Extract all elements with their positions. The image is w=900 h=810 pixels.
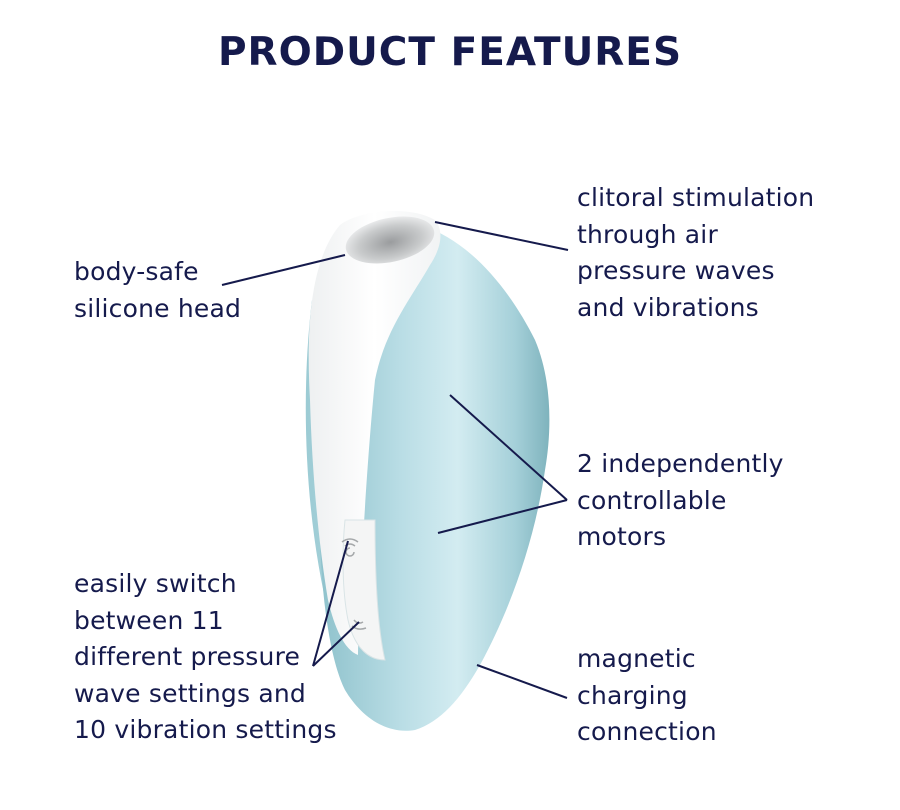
feature-label-settings: easily switch between 11 different press… — [74, 569, 337, 744]
callout-line-settings-upper — [312, 540, 349, 667]
callout-lines — [221, 221, 569, 699]
callout-line-air-pressure — [434, 221, 569, 251]
feature-label-motors: 2 independently controllable motors — [577, 449, 784, 551]
feature-label-silicone-head: body-safe silicone head — [74, 257, 242, 323]
callout-line-settings-lower — [312, 621, 360, 667]
page-title: PRODUCT FEATURES — [217, 30, 683, 75]
callout-line-motors-upper — [449, 394, 568, 501]
callout-line-silicone-head — [221, 254, 346, 286]
callout-line-motors-lower — [437, 499, 568, 534]
suction-opening — [345, 216, 435, 264]
silicone-head — [308, 210, 441, 655]
feature-label-charging: magnetic charging connection — [577, 644, 717, 746]
feature-label-air-pressure: clitoral stimulation through air pressur… — [577, 183, 815, 322]
callout-line-charging — [476, 664, 568, 699]
